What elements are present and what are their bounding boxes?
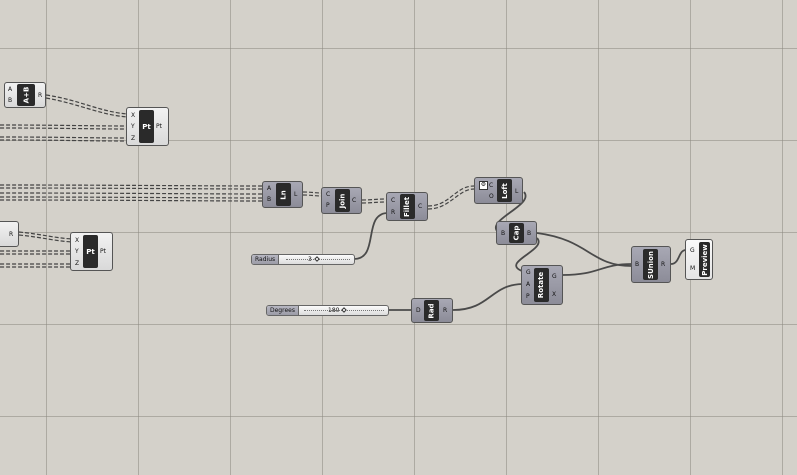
line-component[interactable]: A B Ln L [262, 181, 303, 208]
wire-edge-to-line-b-3 [0, 192, 263, 195]
point-component-bottom[interactable]: X Y Z Pt Pt [70, 232, 113, 271]
input-p[interactable]: P [526, 293, 530, 300]
join-component[interactable]: C P Join C [321, 187, 362, 214]
wire-loft-to-cap [494, 191, 527, 233]
loft-component[interactable]: ⚙ C O Loft L [474, 177, 523, 204]
solid-union-component[interactable]: B SUnion R [631, 246, 671, 283]
line-label: Ln [276, 183, 291, 206]
radius-slider[interactable]: Radius 3 [251, 254, 355, 265]
wire-fillet-to-loft [427, 185, 475, 207]
radians-component[interactable]: D Rad R [411, 298, 453, 323]
radians-label: Rad [424, 300, 439, 321]
input-y[interactable]: Y [131, 123, 135, 130]
input-m[interactable]: M [690, 265, 696, 272]
input-x[interactable]: X [131, 112, 136, 119]
output-l[interactable]: L [294, 191, 298, 198]
degrees-slider-label: Degrees [267, 306, 299, 315]
radius-slider-value: 3 [308, 256, 312, 263]
input-r[interactable]: R [391, 209, 396, 216]
cap-component[interactable]: B Cap B [496, 221, 537, 245]
input-b[interactable]: B [8, 97, 13, 104]
output-x[interactable]: X [552, 291, 557, 298]
output-c[interactable]: C [352, 197, 357, 204]
fillet-label: Fillet [400, 194, 415, 219]
output-pt[interactable]: Pt [100, 248, 106, 255]
wire-sunion-to-preview [670, 249, 687, 265]
output-g[interactable]: G [552, 273, 557, 280]
input-z[interactable]: Z [75, 260, 80, 267]
wire-edge-to-line-b [0, 196, 263, 199]
degrees-slider[interactable]: Degrees 180 [266, 305, 389, 316]
wire-edge-to-pt-y [0, 124, 129, 127]
rotate-label: Rotate [534, 268, 549, 302]
wire-cap-to-rotate [515, 237, 540, 272]
wire-addition-to-pt-2 [45, 97, 129, 118]
join-label: Join [335, 189, 350, 212]
input-b[interactable]: B [267, 196, 272, 203]
output-r[interactable]: R [9, 231, 14, 238]
input-c[interactable]: C [489, 182, 494, 189]
input-x[interactable]: X [75, 237, 80, 244]
degrees-slider-value: 180 [328, 307, 340, 314]
input-c[interactable]: C [326, 191, 331, 198]
wire-partial-to-pt-2 [18, 234, 73, 243]
output-b[interactable]: B [527, 230, 532, 237]
addition-component[interactable]: A B A+B R [4, 82, 46, 108]
point-label: Pt [139, 110, 154, 143]
input-a[interactable]: A [8, 86, 13, 93]
wire-edge-to-line-a [0, 184, 263, 187]
point-component-top[interactable]: X Y Z Pt Pt [126, 107, 169, 146]
wire-radius-to-fillet [353, 212, 389, 260]
input-d[interactable]: D [416, 307, 421, 314]
input-a[interactable]: A [267, 185, 272, 192]
input-b[interactable]: B [635, 261, 640, 268]
wire-join-to-fillet-2 [361, 201, 387, 204]
wire-line-to-join [302, 191, 323, 194]
wire-partial-to-pt [18, 231, 73, 240]
fillet-component[interactable]: C R Fillet C [386, 192, 428, 221]
input-a[interactable]: A [526, 281, 531, 288]
loft-options-icon[interactable]: ⚙ [479, 181, 488, 190]
wire-edge-to-pt-z-2 [0, 139, 129, 142]
output-c[interactable]: C [418, 203, 423, 210]
input-p[interactable]: P [326, 202, 330, 209]
output-r[interactable]: R [38, 92, 43, 99]
wire-rotate-to-sunion [562, 263, 633, 276]
input-y[interactable]: Y [75, 248, 79, 255]
input-g[interactable]: G [690, 247, 695, 254]
wire-edge-to-pt-z [0, 136, 129, 139]
input-g[interactable]: G [526, 269, 531, 276]
output-r[interactable]: R [661, 261, 666, 268]
output-r[interactable]: R [443, 307, 448, 314]
wire-line-to-join-2 [302, 194, 323, 197]
wire-rad-to-rotate [452, 283, 523, 311]
wire-join-to-fillet [361, 198, 387, 201]
wire-edge-to-pt-y-2 [0, 127, 129, 130]
wire-edge-to-line-a-2 [0, 187, 263, 190]
preview-label: Preview [699, 242, 710, 277]
point-label: Pt [83, 235, 98, 268]
loft-label: Loft [497, 179, 512, 202]
radius-slider-label: Radius [252, 255, 280, 264]
solid-union-label: SUnion [643, 249, 658, 280]
input-z[interactable]: Z [131, 135, 136, 142]
wire-fillet-to-loft-2 [427, 188, 475, 210]
output-pt[interactable]: Pt [156, 123, 162, 130]
cap-label: Cap [509, 223, 524, 243]
wire-addition-to-pt [45, 94, 129, 115]
preview-component[interactable]: G M Preview [685, 239, 713, 280]
output-l[interactable]: L [515, 188, 519, 195]
wire-cap-to-sunion [536, 232, 633, 267]
wire-edge-to-line-b-2 [0, 199, 263, 202]
input-b[interactable]: B [501, 230, 506, 237]
rotate-component[interactable]: G A P Rotate G X [521, 265, 563, 305]
addition-label: A+B [17, 84, 35, 106]
input-o[interactable]: O [489, 193, 494, 200]
partial-component-left[interactable]: R [0, 221, 19, 247]
input-c[interactable]: C [391, 197, 396, 204]
